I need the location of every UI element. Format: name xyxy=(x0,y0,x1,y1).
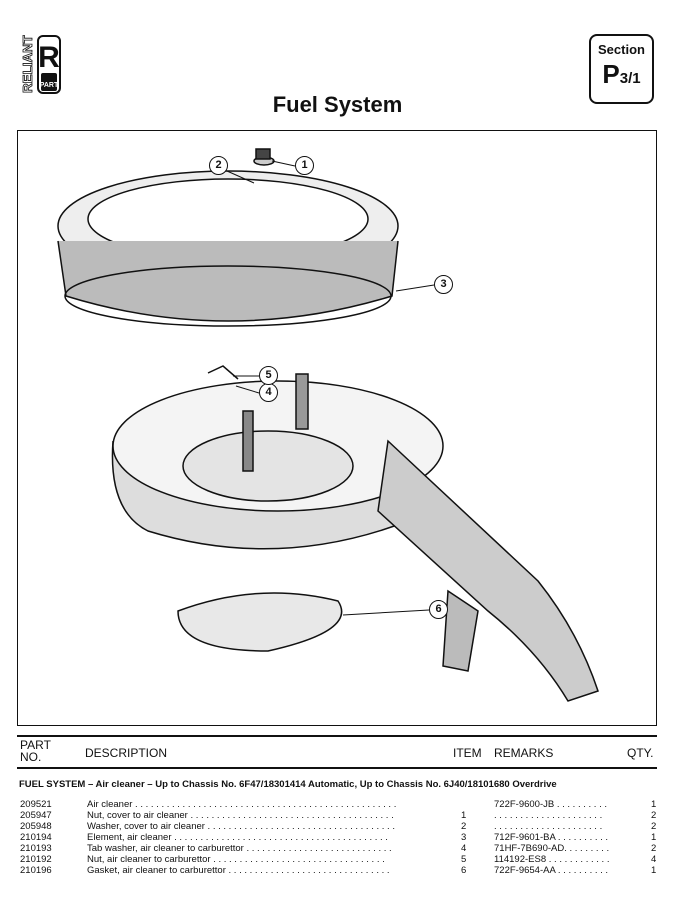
callout-2: 2 xyxy=(209,156,228,175)
svg-text:PART: PART xyxy=(40,82,59,89)
exploded-diagram: 1 2 3 4 5 6 xyxy=(17,130,657,726)
table-top-rule xyxy=(17,735,657,737)
section-label: Section xyxy=(598,42,645,57)
reliant-part-logo: RELIANT R PART xyxy=(20,35,61,94)
callout-6: 6 xyxy=(429,600,448,619)
svg-text:RELIANT: RELIANT xyxy=(20,35,35,93)
callout-1: 1 xyxy=(295,156,314,175)
svg-text:R: R xyxy=(38,41,60,74)
header-remarks: REMARKS xyxy=(494,746,554,760)
group-heading: FUEL SYSTEM – Air cleaner – Up to Chassi… xyxy=(19,779,557,790)
section-code: P3/1 xyxy=(602,59,641,89)
header-qty: QTY. xyxy=(627,746,654,760)
header-item: ITEM xyxy=(453,746,482,760)
section-badge: Section P3/1 xyxy=(589,34,654,104)
page-title: Fuel System xyxy=(272,92,403,117)
table-header-rule xyxy=(17,767,657,769)
header-description: DESCRIPTION xyxy=(85,746,168,760)
air-cleaner-illustration xyxy=(57,148,599,702)
callout-5: 5 xyxy=(259,366,278,385)
callout-3: 3 xyxy=(434,275,453,294)
callout-4: 4 xyxy=(259,383,278,402)
